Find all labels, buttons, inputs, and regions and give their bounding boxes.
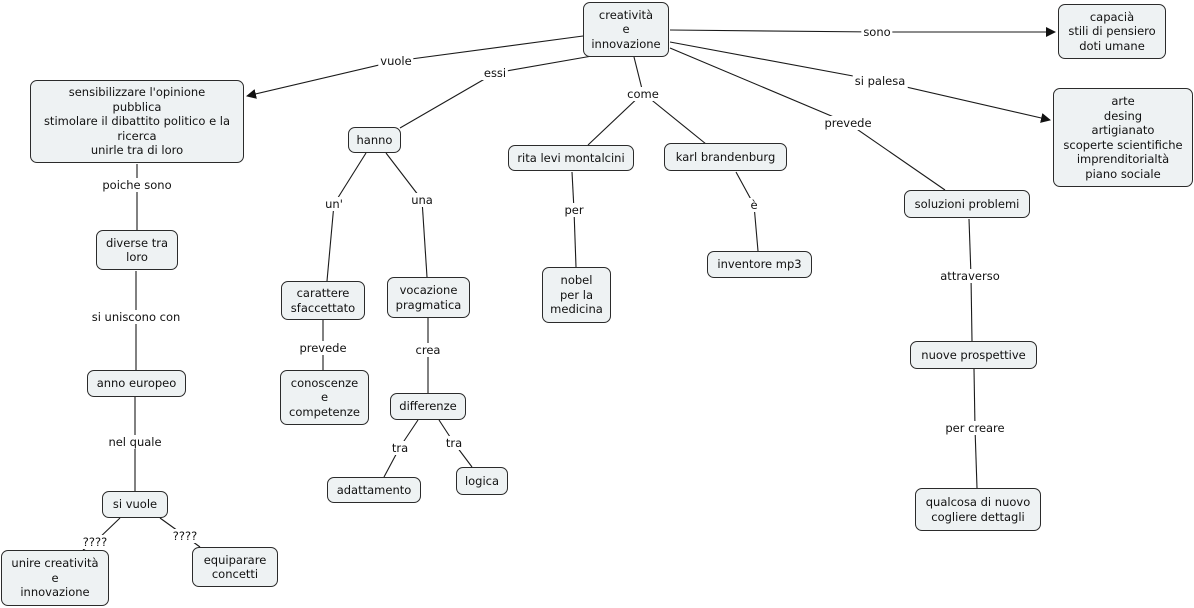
edge-hanno-una xyxy=(385,152,423,201)
node-logica[interactable]: logica xyxy=(456,467,508,495)
edge-come-rita xyxy=(587,92,644,146)
link-label-e: è xyxy=(748,198,760,212)
node-differenze[interactable]: differenze xyxy=(390,393,466,420)
node-arte[interactable]: arte desing artigianato scoperte scienti… xyxy=(1053,88,1193,187)
link-label-sono: sono xyxy=(861,25,893,39)
link-label-come: come xyxy=(625,87,661,101)
link-label-essi: essi xyxy=(481,66,509,80)
node-karl-brandenburg[interactable]: karl brandenburg xyxy=(664,143,787,171)
link-label-vuole: vuole xyxy=(378,54,414,68)
edge-per-nobel xyxy=(573,209,577,268)
link-label-un: un' xyxy=(323,197,345,211)
link-label-question-1: ???? xyxy=(80,535,110,549)
node-carattere-sfaccettato[interactable]: carattere sfaccettato xyxy=(281,281,365,320)
node-diverse-tra-loro[interactable]: diverse tra loro xyxy=(96,230,178,270)
node-soluzioni-problemi[interactable]: soluzioni problemi xyxy=(904,190,1030,218)
link-label-prevede: prevede xyxy=(822,116,874,130)
edge-sipalesa-arte xyxy=(879,80,1051,123)
link-label-attraverso: attraverso xyxy=(938,269,1002,283)
edge-essi-hanno xyxy=(399,72,496,129)
edge-prevede-soluzioni xyxy=(847,122,946,191)
edge-root-sipalesa xyxy=(669,41,881,82)
edge-una-vocazione xyxy=(421,199,428,278)
node-anno-europeo[interactable]: anno europeo xyxy=(87,370,186,397)
edge-come-karl xyxy=(642,92,707,145)
link-label-per-creare: per creare xyxy=(943,421,1007,435)
edge-root-sono xyxy=(669,29,878,33)
node-rita-levi-montalcini[interactable]: rita levi montalcini xyxy=(508,145,634,171)
edge-percreare-qualcosa xyxy=(974,427,978,489)
node-vocazione-pragmatica[interactable]: vocazione pragmatica xyxy=(387,277,470,318)
edge-attraverso-nuove xyxy=(970,275,973,342)
edge-nuove-percreare xyxy=(973,368,976,429)
edge-hanno-un xyxy=(333,152,367,205)
node-inventore-mp3[interactable]: inventore mp3 xyxy=(707,251,812,278)
node-capacia[interactable]: capacià stili di pensiero doti umane xyxy=(1058,4,1166,59)
edge-vuole-sensibilizzare xyxy=(246,60,397,99)
node-nuove-prospettive[interactable]: nuove prospettive xyxy=(910,341,1037,369)
node-sensibilizzare[interactable]: sensibilizzare l'opinione pubblica stimo… xyxy=(30,80,244,163)
node-qualcosa-di-nuovo[interactable]: qualcosa di nuovo cogliere dettagli xyxy=(915,488,1041,531)
link-label-poiche-sono: poiche sono xyxy=(100,178,174,192)
link-label-si-palesa: si palesa xyxy=(852,74,908,88)
node-equiparare-concetti[interactable]: equiparare concetti xyxy=(192,547,278,587)
node-adattamento[interactable]: adattamento xyxy=(327,477,421,503)
link-label-crea: crea xyxy=(413,343,443,357)
node-si-vuole[interactable]: si vuole xyxy=(102,491,168,518)
link-label-tra-1: tra xyxy=(389,441,411,455)
node-nobel[interactable]: nobel per la medicina xyxy=(542,267,611,323)
node-unire-creativita[interactable]: unire creatività e innovazione xyxy=(1,550,109,606)
link-label-per: per xyxy=(562,203,586,217)
edge-root-vuole xyxy=(395,35,584,62)
edge-soluzioni-attraverso xyxy=(968,218,972,277)
edge-root-essi xyxy=(494,55,593,74)
link-label-tra-2: tra xyxy=(443,436,465,450)
link-label-una: una xyxy=(409,193,435,207)
node-conoscenze-competenze[interactable]: conoscenze e competenze xyxy=(280,370,369,425)
edge-e-inventore xyxy=(753,204,759,252)
node-hanno[interactable]: hanno xyxy=(348,127,401,153)
edge-root-prevede xyxy=(669,47,849,124)
link-label-prevede-carattere: prevede xyxy=(297,341,349,355)
node-creativita-innovazione[interactable]: creatività e innovazione xyxy=(583,2,669,57)
edge-un-carattere xyxy=(326,203,335,282)
link-label-nel-quale: nel quale xyxy=(106,435,164,449)
link-label-question-2: ???? xyxy=(170,529,200,543)
link-label-si-uniscono-con: si uniscono con xyxy=(89,310,183,324)
